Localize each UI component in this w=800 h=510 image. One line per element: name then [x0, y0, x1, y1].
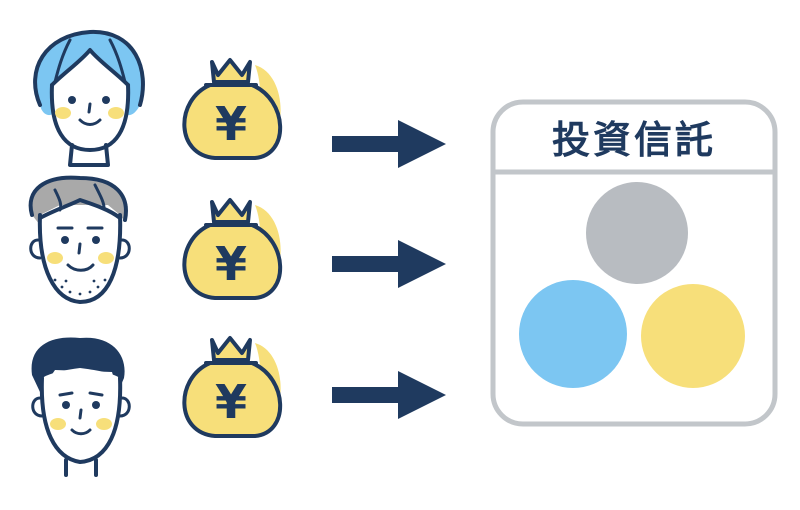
yen-symbol: ¥ — [215, 237, 247, 291]
yellow-asset-ball — [641, 284, 745, 388]
young-man-face-icon — [31, 337, 131, 477]
money-bag-icon-1: ¥ — [182, 58, 283, 160]
gray-asset-ball — [586, 182, 688, 284]
arrow-right-icon-1 — [332, 120, 446, 168]
money-bag-icon-2: ¥ — [182, 198, 283, 300]
arrow-right-icon-3 — [332, 371, 446, 419]
woman-face-icon — [33, 29, 145, 167]
investment-trust-box: 投資信託 — [490, 99, 778, 427]
senior-man-face-icon — [28, 175, 131, 304]
yen-symbol: ¥ — [215, 97, 247, 151]
yen-symbol: ¥ — [215, 375, 247, 429]
money-bag-icon-3: ¥ — [182, 336, 283, 438]
arrow-right-icon-2 — [332, 240, 446, 288]
fund-box-title: 投資信託 — [552, 118, 716, 162]
blue-asset-ball — [519, 280, 627, 388]
